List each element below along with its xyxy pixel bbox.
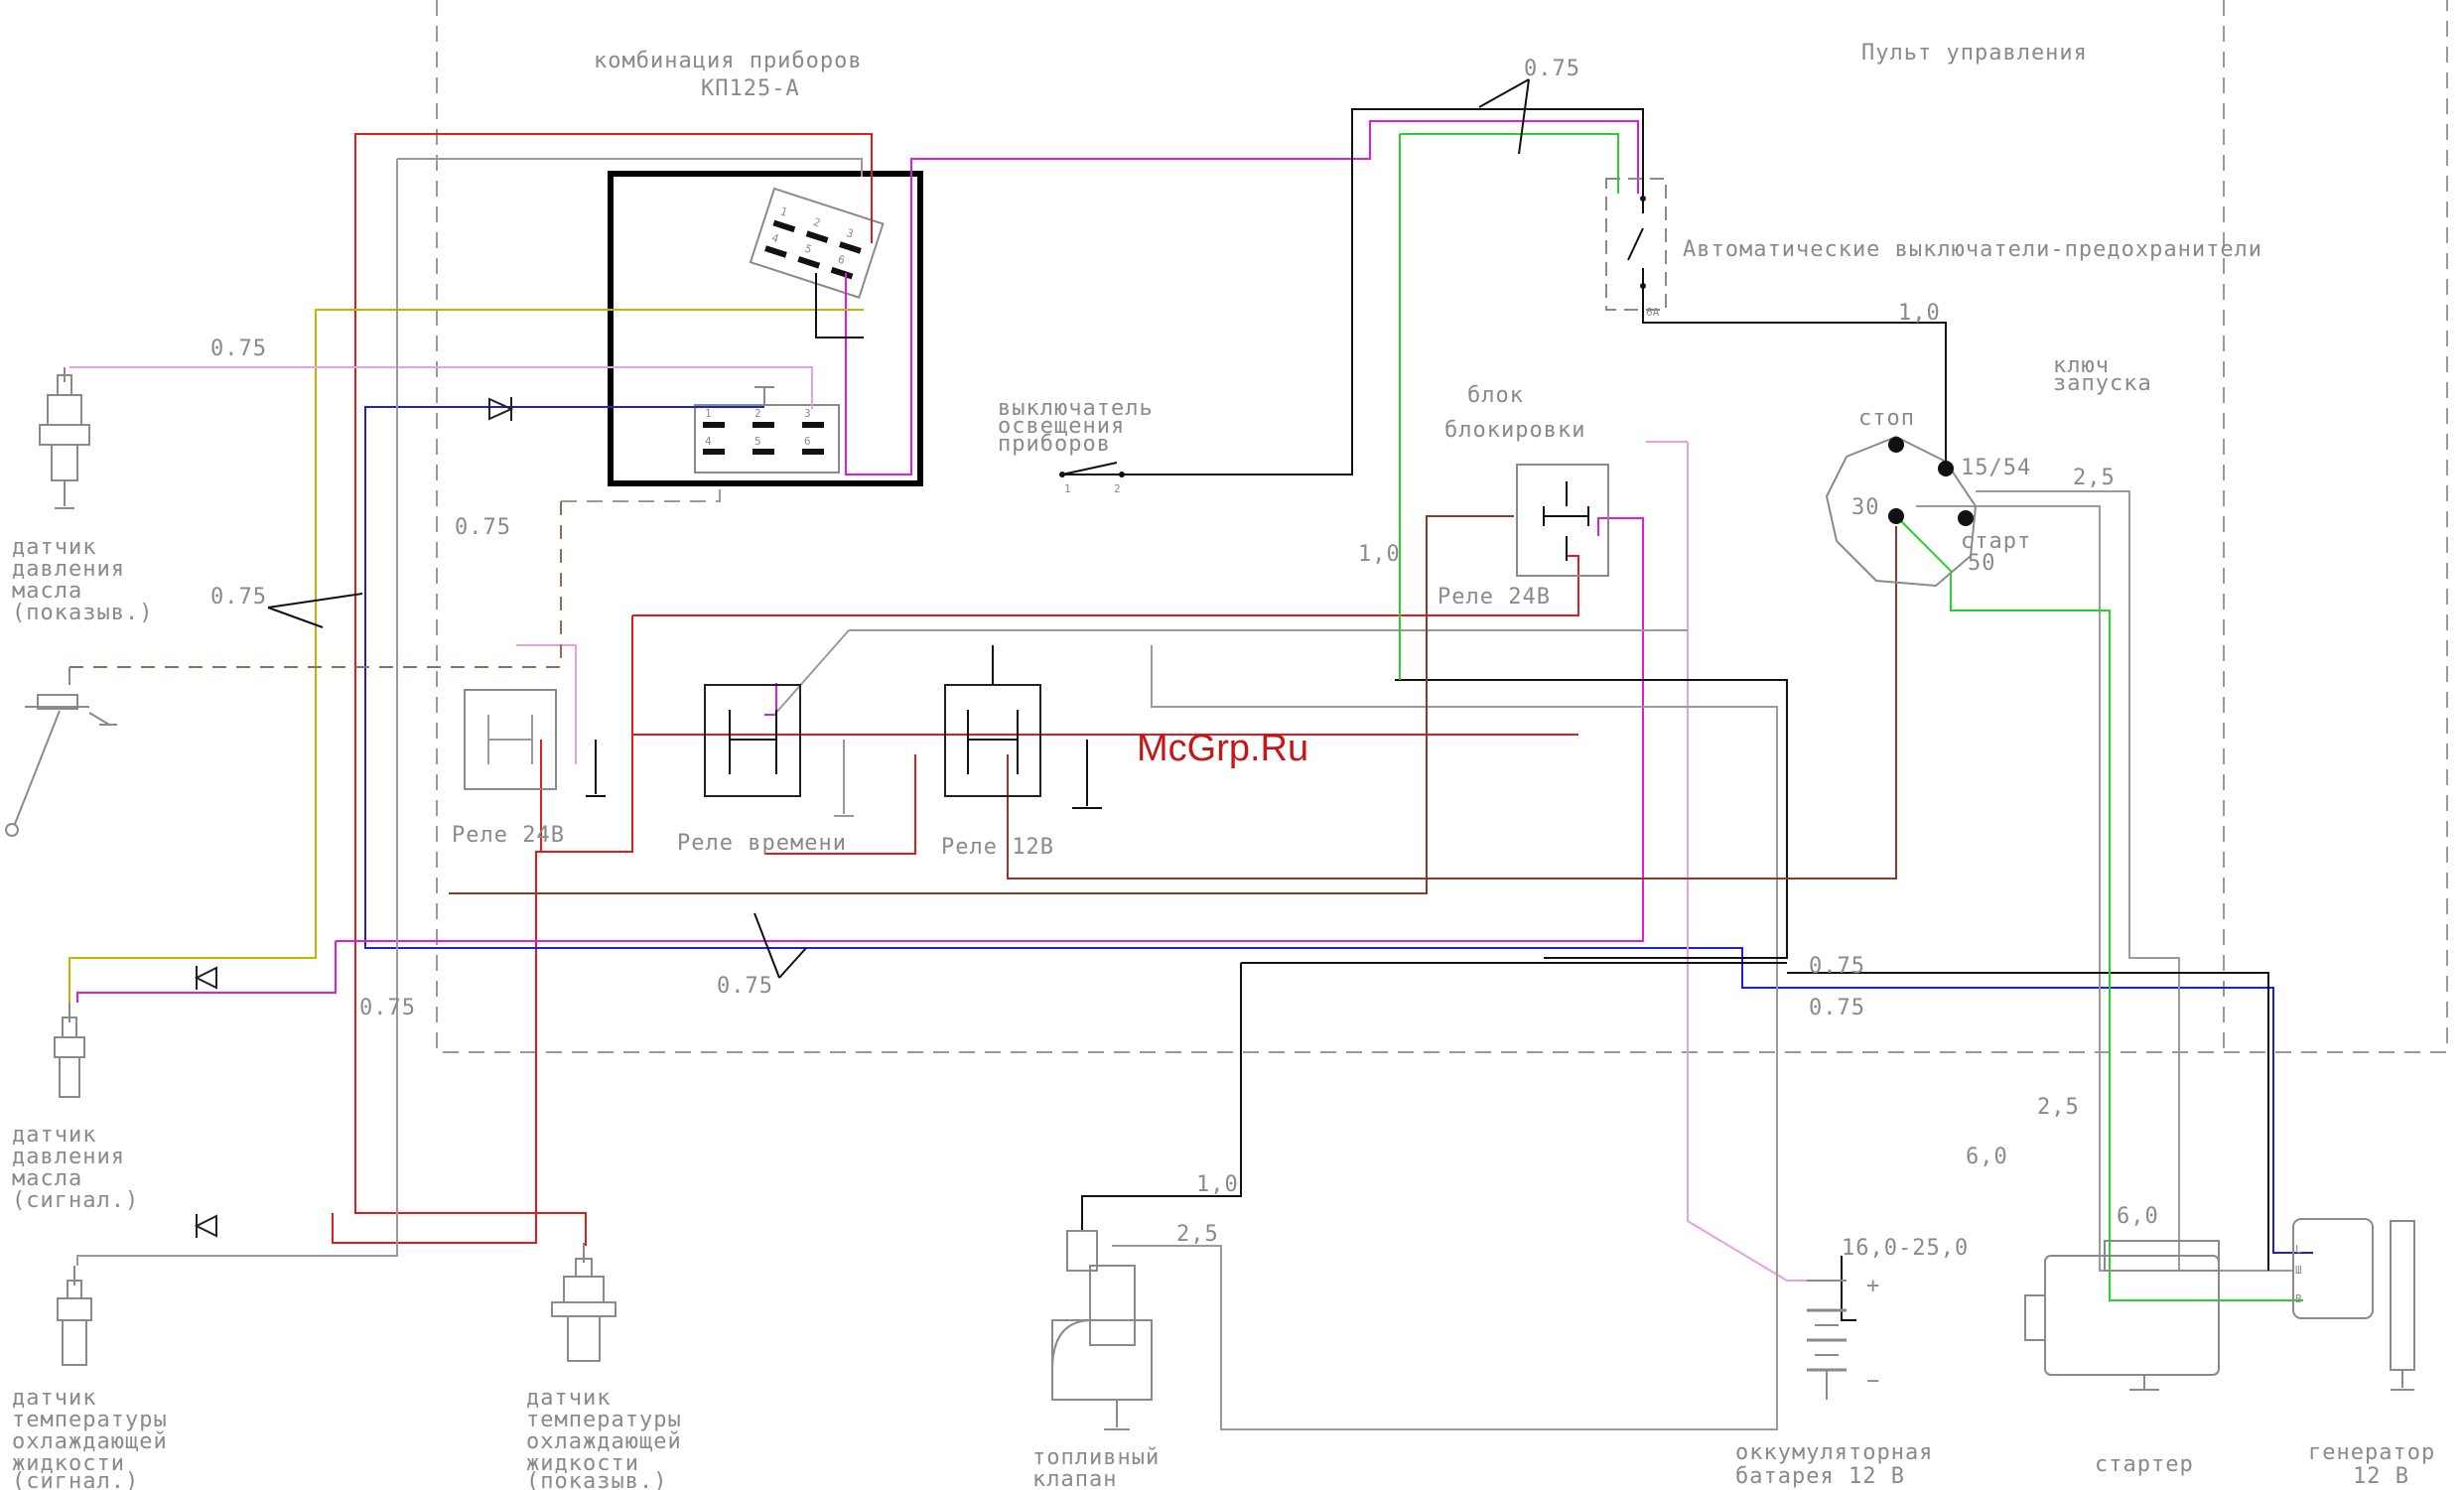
battery-symbol: + − (1807, 1274, 1880, 1400)
generator-pin-l: L (2295, 1243, 2302, 1256)
section-075-bottom-left: 0.75 (359, 996, 416, 1020)
cluster-connector-bottom: 1 2 3 4 5 6 (694, 386, 840, 474)
top-pin-5: 5 (803, 242, 813, 256)
section-10-fuel: 1,0 (1196, 1172, 1239, 1197)
section-075-top: 0.75 (1524, 57, 1580, 81)
key-terminal-stop: стоп (1858, 406, 1915, 431)
section-075-left2: 0.75 (210, 585, 267, 610)
bottom-pin-2: 2 (754, 407, 761, 420)
coolant-temp-signal-sensor (57, 1266, 92, 1366)
circuit-breakers-label: Автоматические выключатели-предохранител… (1683, 237, 2262, 262)
battery-label: оккумуляторная батарея 12 В (1735, 1440, 1948, 1489)
oil-pressure-gauge-sensor-label: датчик давления масла (показыв.) (12, 535, 153, 625)
top-pin-1: 1 (778, 204, 788, 218)
circuit-breaker-block: 6А (1605, 178, 1667, 319)
ignition-key-switch (1825, 435, 1978, 588)
wires (68, 108, 2313, 1430)
diode-mid (194, 966, 217, 990)
key-terminal-50: 50 (1968, 551, 1996, 576)
top-pin-3: 3 (845, 226, 855, 240)
switch-pin-2: 2 (1114, 482, 1121, 495)
section-075-mid: 0.75 (717, 974, 773, 999)
breaker-rating: 6А (1646, 306, 1660, 319)
generator-label: генератор 12 В (2308, 1440, 2449, 1489)
level-sender (5, 667, 117, 837)
bottom-pin-6: 6 (804, 435, 811, 448)
diode-top (488, 397, 514, 421)
top-pin-2: 2 (812, 215, 822, 229)
bottom-pin-5: 5 (754, 435, 761, 448)
oil-pressure-gauge-sensor (39, 367, 90, 509)
bottom-pin-4: 4 (705, 435, 712, 448)
section-10-left: 1,0 (1358, 542, 1401, 567)
fuel-valve-label: топливный клапан (1032, 1445, 1173, 1490)
cluster-connector-lead (561, 486, 721, 502)
section-10-key: 1,0 (1898, 301, 1941, 326)
relay-12v-label: Реле 12В (941, 835, 1054, 860)
interlock-block-label: блок блокировки (1444, 383, 1585, 443)
relay-timer (704, 684, 854, 817)
coolant-temp-signal-sensor-label: датчик температуры охлаждающей жидкости … (12, 1386, 182, 1490)
coolant-temp-gauge-sensor-label: датчик температуры охлаждающей жидкости … (526, 1386, 696, 1490)
watermark: McGrp.Ru (1137, 728, 1308, 769)
interlock-relay (1516, 464, 1609, 577)
ignition-key-label: ключ запуска (2053, 353, 2152, 396)
oil-pressure-signal-sensor (54, 1003, 85, 1098)
key-terminal-30: 30 (1851, 495, 1880, 520)
fuel-valve (1051, 1230, 1153, 1430)
switch-pin-1: 1 (1064, 482, 1071, 495)
section-075-right2: 0.75 (1809, 996, 1865, 1020)
control-panel-boundary (436, 0, 2448, 1053)
instrument-light-switch: 1 2 (1059, 462, 1125, 495)
key-terminal-15-54: 15/54 (1961, 456, 2031, 480)
relay-timer-label: Реле времени (677, 831, 847, 856)
battery-plus: + (1866, 1274, 1880, 1298)
section-075-right1: 0.75 (1809, 954, 1865, 979)
gauge-sender-link (69, 501, 562, 668)
coolant-temp-gauge-sensor (551, 1243, 616, 1362)
relay-12v (944, 645, 1102, 809)
generator-pin-d: Ш (2295, 1264, 2302, 1277)
section-075-sensor: 0.75 (210, 337, 267, 361)
starter-label: стартер (2095, 1452, 2194, 1477)
section-25-right: 2,5 (2037, 1095, 2080, 1120)
control-panel-title: Пульт управления (1861, 41, 2088, 66)
section-60-b: 6,0 (2117, 1204, 2159, 1229)
bottom-pin-1: 1 (705, 407, 712, 420)
section-25-fuel: 2,5 (1176, 1222, 1219, 1247)
generator-symbol: L Ш B (2292, 1218, 2415, 1391)
top-pin-4: 4 (770, 231, 781, 246)
relay-24v (464, 689, 606, 797)
starter-motor (2024, 1240, 2220, 1391)
battery-minus: − (1866, 1369, 1880, 1394)
oil-pressure-signal-sensor-label: датчик давления масла (сигнал.) (12, 1123, 139, 1213)
instrument-cluster-title-line2: КП125-А (701, 76, 800, 101)
generator-pin-b: B (2295, 1292, 2302, 1305)
diode-bottom (194, 1214, 217, 1238)
bottom-pin-3: 3 (804, 407, 811, 420)
instrument-cluster-title-line1: комбинация приборов (594, 49, 863, 73)
section-25-key: 2,5 (2073, 466, 2116, 490)
section-battery: 16,0-25,0 (1842, 1236, 1969, 1261)
relay-24v-top-label: Реле 24В (1437, 585, 1551, 610)
section-075-left: 0.75 (455, 515, 511, 540)
instrument-light-switch-label: выключатель освещения приборов (998, 396, 1167, 457)
relay-24v-label: Реле 24В (452, 823, 565, 848)
section-callout-arrows (267, 78, 1530, 979)
section-60-a: 6,0 (1966, 1145, 2008, 1169)
instrument-cluster-box (608, 171, 923, 486)
top-pin-6: 6 (836, 253, 846, 267)
key-terminal-start: старт (1961, 529, 2031, 554)
cluster-connector-top: 1 2 3 4 5 6 (749, 187, 885, 299)
